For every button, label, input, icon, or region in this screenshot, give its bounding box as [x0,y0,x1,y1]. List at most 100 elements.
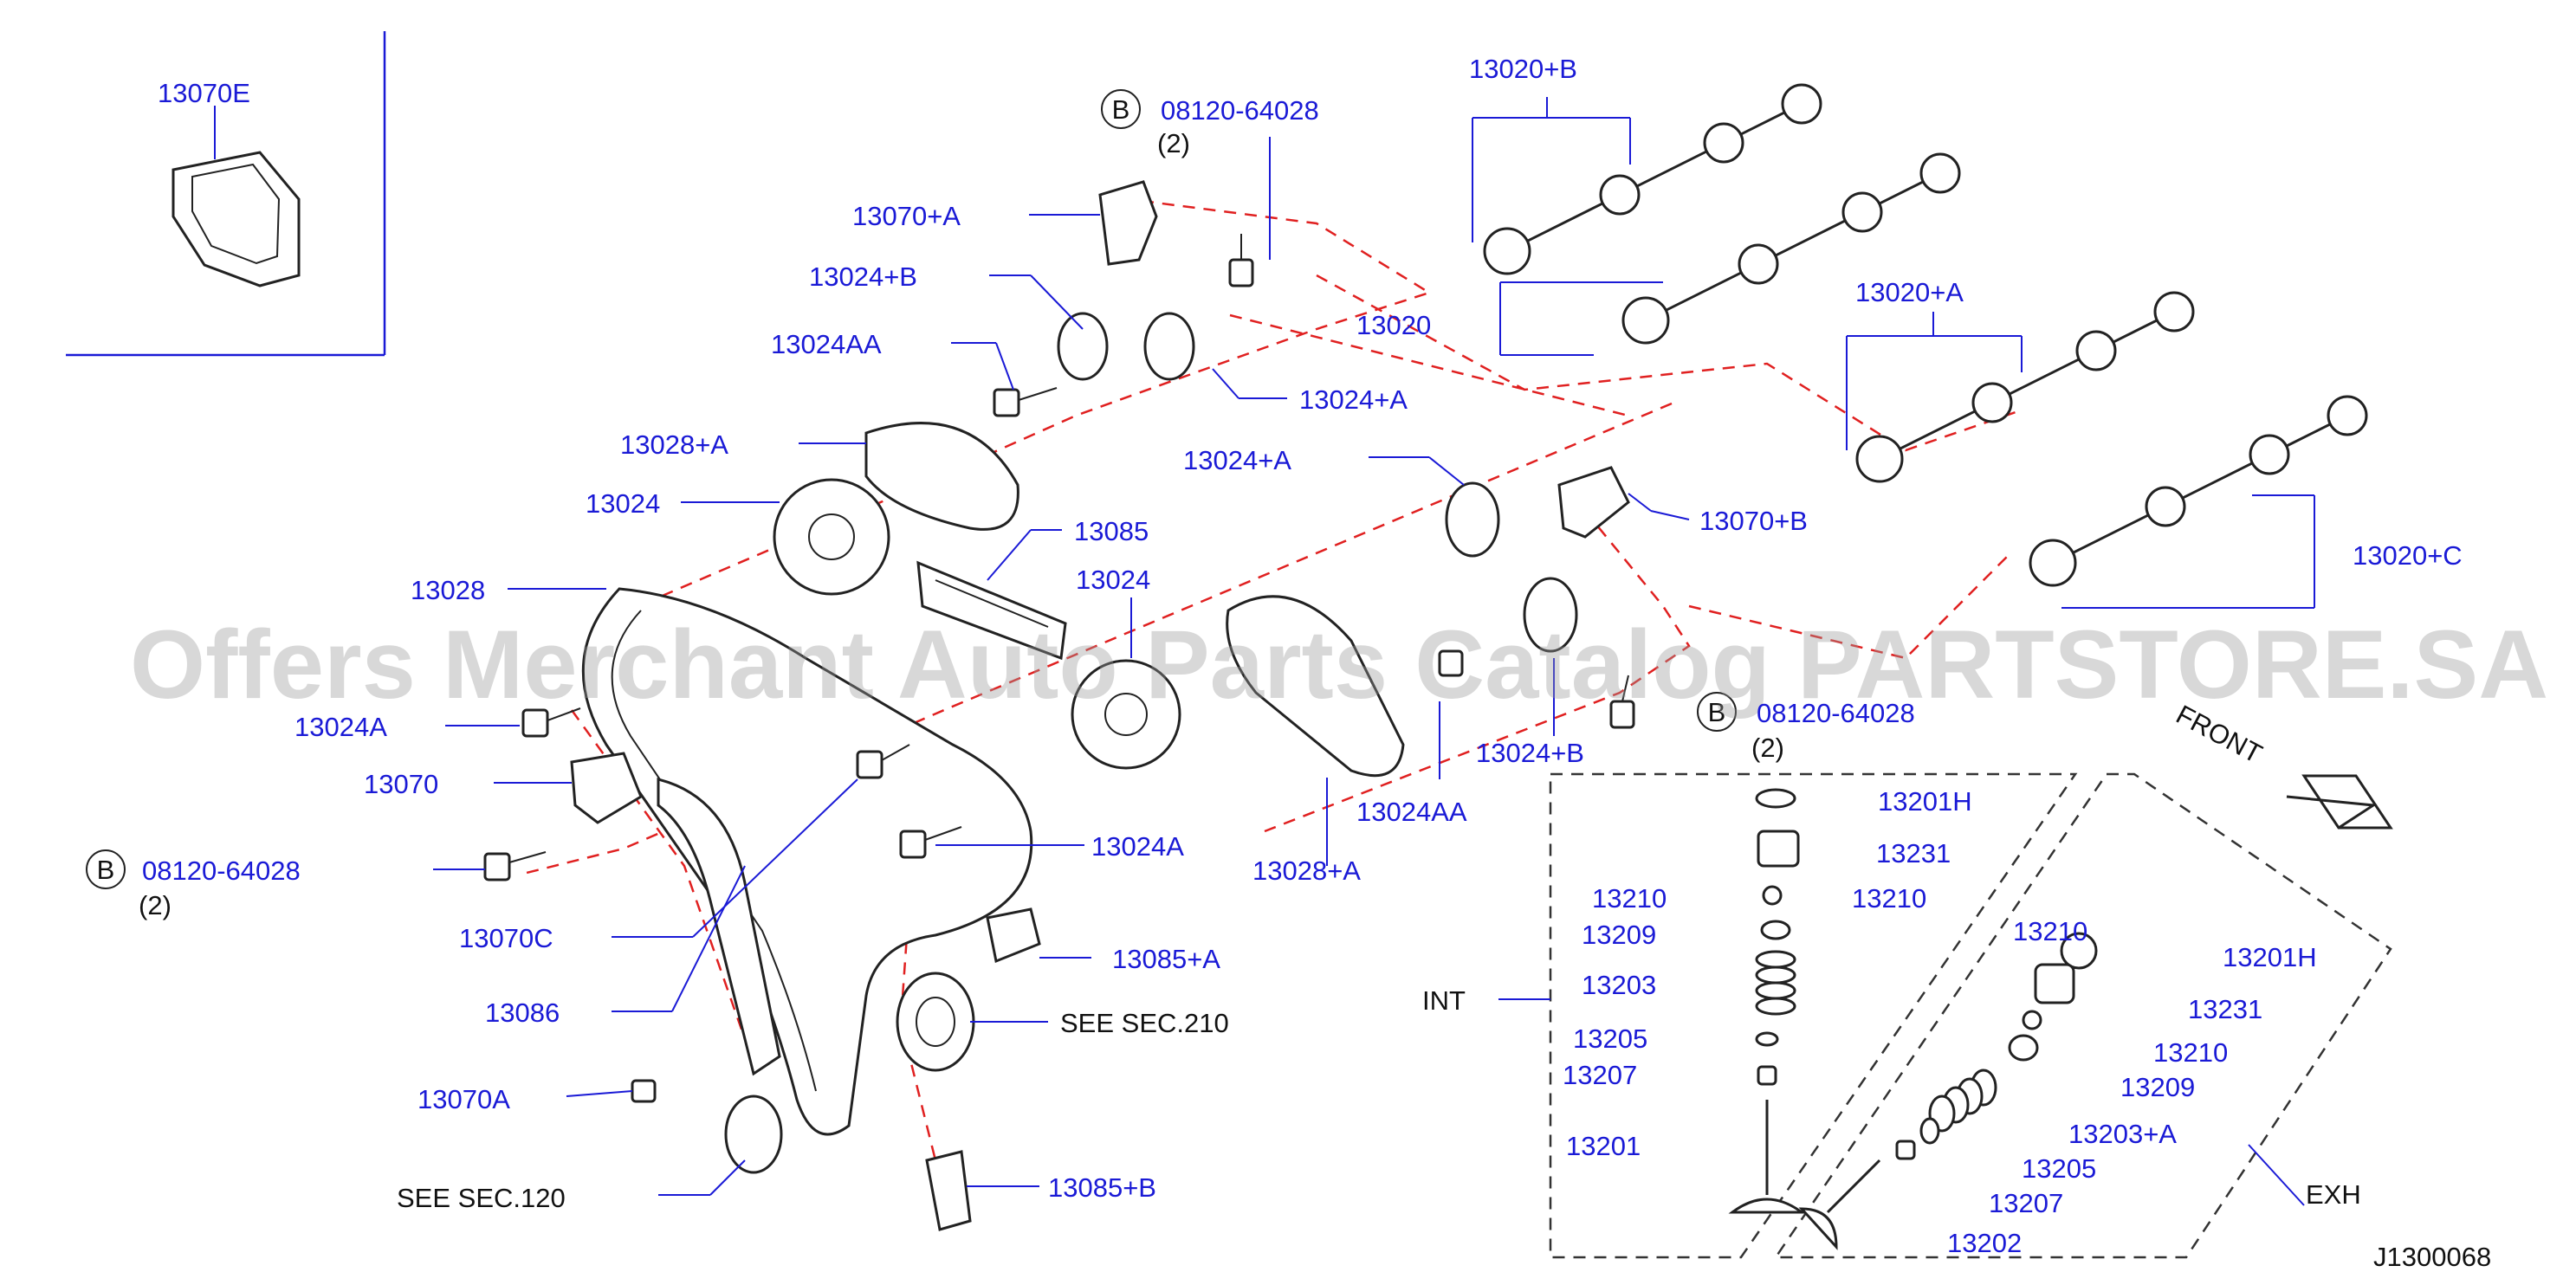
label-13020B[interactable]: 13020+B [1469,54,1577,84]
int-valve-box [1549,772,2078,1259]
bolt-13024AA-top[interactable] [993,387,1058,417]
label-13085[interactable]: 13085 [1074,516,1149,546]
label-13070B[interactable]: 13070+B [1699,506,1808,536]
label-exh-13207[interactable]: 13207 [1989,1188,2063,1218]
label-int-13231[interactable]: 13231 [1876,838,1951,869]
slipper-13085B[interactable] [925,1150,972,1231]
label-13024A-bolt2[interactable]: 13024A [1091,831,1184,862]
label-13085B[interactable]: 13085+B [1048,1172,1156,1203]
label-exh-13210[interactable]: 13210 [2153,1037,2228,1068]
label-see-sec120[interactable]: SEE SEC.120 [397,1183,566,1213]
label-13024AA-low[interactable]: 13024AA [1356,797,1467,827]
sprocket-13024A-right[interactable] [1445,481,1500,558]
slipper-13085A[interactable] [986,907,1041,964]
label-int-13203[interactable]: 13203 [1582,970,1656,1000]
chain-guide-13086[interactable] [657,778,781,1076]
label-exh: EXH [2306,1179,2361,1210]
svg-text:B: B [1708,697,1726,727]
sprocket-13024B-low[interactable] [1523,577,1578,653]
leader-lines [433,97,2315,1206]
exh-valve-parts[interactable] [1798,932,2098,1250]
label-int-13210-r[interactable]: 13210 [1852,883,1926,914]
exh-valve-box [1773,772,2392,1259]
sprocket-13024-mid[interactable] [1071,659,1181,770]
camshaft-13020[interactable] [1621,152,1961,345]
label-bolt-left-qty: (2) [139,890,172,920]
label-exh-13205[interactable]: 13205 [2022,1153,2096,1184]
label-13020[interactable]: 13020 [1356,310,1431,340]
camshaft-13020A[interactable] [1855,291,2195,483]
label-int-13201H[interactable]: 13201H [1878,786,1972,817]
label-13070A-low[interactable]: 13070A [417,1084,510,1114]
bolt-symbol-left: B [86,849,126,889]
label-13024A-bolt[interactable]: 13024A [294,712,387,742]
label-13085A[interactable]: 13085+A [1112,944,1220,974]
label-13024B-top[interactable]: 13024+B [809,262,917,292]
label-bolt-top[interactable]: 08120-64028 [1161,95,1319,126]
label-13024A-right[interactable]: 13024+A [1183,445,1291,475]
label-int-13207[interactable]: 13207 [1563,1060,1637,1090]
bolt-13070C[interactable] [856,744,910,779]
bolt-13024A-mid[interactable] [899,826,962,859]
label-13086[interactable]: 13086 [485,998,560,1028]
label-13024B-low[interactable]: 13024+B [1476,738,1584,768]
label-see-sec210[interactable]: SEE SEC.210 [1060,1008,1229,1038]
tensioner-sec210[interactable] [896,972,975,1072]
label-13070A-top[interactable]: 13070+A [852,201,961,231]
label-13070C[interactable]: 13070C [459,923,553,953]
sprocket-13024B-top[interactable] [1057,312,1109,381]
label-bolt-right-qty: (2) [1751,733,1784,763]
svg-text:B: B [97,855,115,885]
camshaft-13020C[interactable] [2029,395,2368,587]
label-exh-13202[interactable]: 13202 [1947,1228,2022,1258]
bolt-13024A-left[interactable] [521,707,581,738]
bolt-symbol-right: B [1697,692,1737,732]
bolt-top-08120[interactable] [1228,234,1254,287]
label-exh-13210-top[interactable]: 13210 [2013,916,2087,946]
bolt-13070A-low[interactable] [631,1079,657,1103]
chain-guide-13085[interactable] [916,560,1067,661]
label-int-13201[interactable]: 13201 [1566,1131,1641,1161]
tensioner-13070[interactable] [570,752,643,824]
crank-sprocket-sec120[interactable] [724,1095,783,1174]
label-int-13210-l[interactable]: 13210 [1592,883,1667,914]
label-bolt-right[interactable]: 08120-64028 [1757,698,1915,728]
sprocket-13024A-top[interactable] [1143,312,1195,381]
front-arrow-icon [2286,774,2393,830]
bracket-13070A-top[interactable] [1098,180,1158,266]
label-13020C[interactable]: 13020+C [2353,540,2463,571]
label-bolt-left[interactable]: 08120-64028 [142,856,301,886]
diagram-code: J1300068 [2373,1242,2491,1272]
bolt-right-08120[interactable] [1609,675,1635,729]
label-13028A-top[interactable]: 13028+A [620,429,728,460]
label-13070[interactable]: 13070 [364,769,438,799]
label-13028[interactable]: 13028 [411,575,485,605]
timing-chain-13028A-top[interactable] [864,422,1019,531]
label-exh-13209[interactable]: 13209 [2120,1072,2195,1102]
bolt-left-08120[interactable] [483,851,547,881]
gasket-13070E[interactable] [172,106,301,287]
bolt-13024AA-low[interactable] [1438,649,1464,677]
label-13020A[interactable]: 13020+A [1855,277,1964,307]
bracket-13070B[interactable] [1557,466,1630,539]
label-int: INT [1422,985,1466,1016]
label-exh-13231[interactable]: 13231 [2188,994,2262,1024]
label-int-13209[interactable]: 13209 [1582,920,1656,950]
bolt-symbol-top: B [1101,89,1141,129]
label-exh-13203A[interactable]: 13203+A [2068,1119,2177,1149]
label-13024A-top[interactable]: 13024+A [1299,384,1408,415]
part-labels: 13070E 08120-64028 (2) 13070+A 13024+B 1… [139,54,2491,1272]
label-13070E[interactable]: 13070E [158,78,250,108]
int-valve-parts[interactable] [1728,788,1806,1214]
label-13024AA-top[interactable]: 13024AA [771,329,882,359]
label-13024-mid[interactable]: 13024 [1076,565,1150,595]
label-13024-left[interactable]: 13024 [586,488,660,519]
label-exh-13201H[interactable]: 13201H [2223,942,2317,972]
watermark: Offers Merchant Auto Parts Catalog PARTS… [130,610,2548,719]
label-int-13205[interactable]: 13205 [1573,1023,1647,1054]
timing-chain-13028A-low[interactable] [1226,595,1405,778]
label-13028A-low[interactable]: 13028+A [1252,856,1361,886]
camshaft-13020B[interactable] [1483,83,1822,275]
sprocket-13024-left[interactable] [773,478,890,596]
